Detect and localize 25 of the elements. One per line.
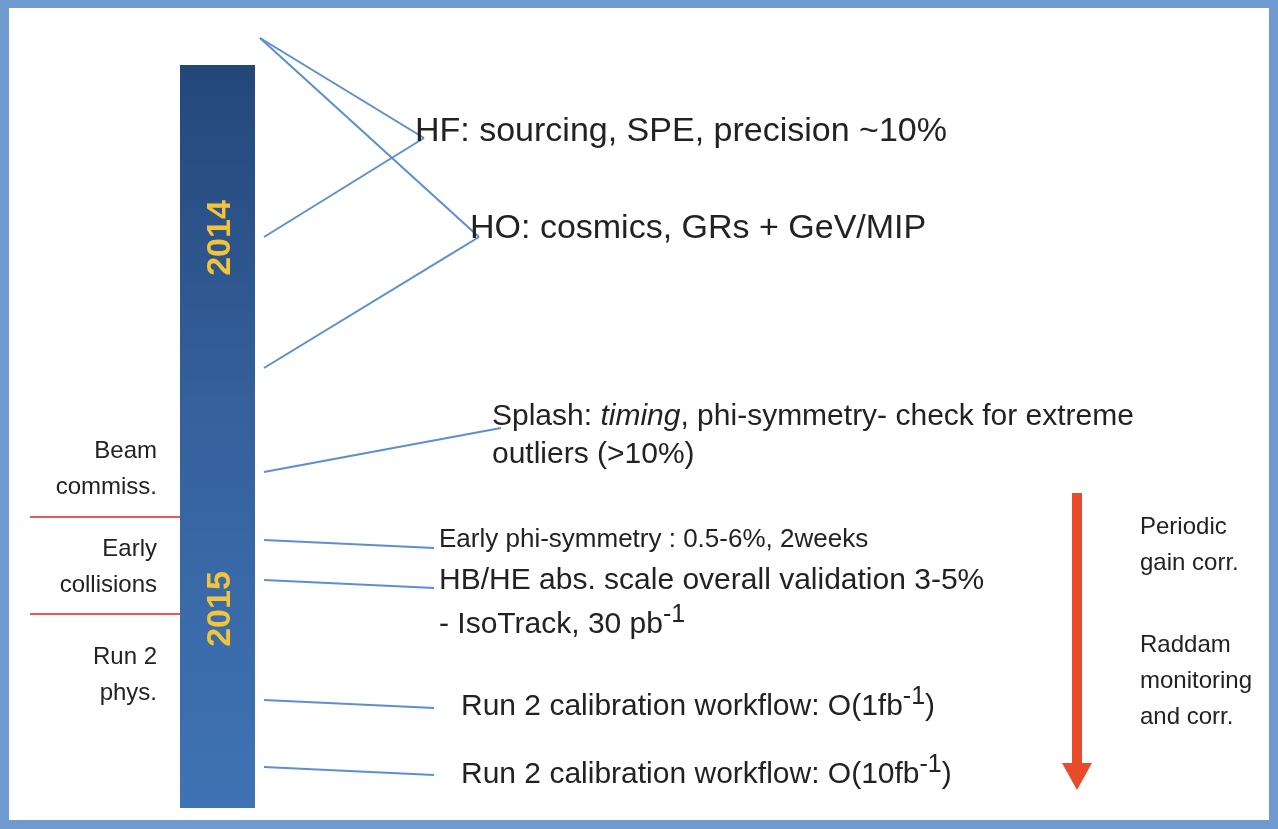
leader-line bbox=[263, 137, 425, 238]
annotation-text: Run 2 calibration workflow: O(1fb$^{-1}$) bbox=[425, 680, 936, 724]
leader-line bbox=[263, 427, 502, 473]
phase-label: Beam commiss. bbox=[54, 435, 157, 501]
annotation-text: Splash: timing, phi-symmetry- check for extreme outliers (>10%) bbox=[492, 396, 1152, 471]
phase-label: Run 2 phys. bbox=[91, 641, 157, 707]
leader-line bbox=[263, 766, 435, 776]
year-label: 2014 bbox=[198, 199, 237, 276]
timeline-bar-segment bbox=[180, 65, 255, 410]
phase-label: Early collisions bbox=[58, 533, 157, 599]
leader-line bbox=[263, 539, 435, 549]
annotation-text: HF: sourcing, SPE, precision ~10% bbox=[415, 108, 947, 151]
phase-label: Raddam monitoring and corr. bbox=[1140, 629, 1254, 731]
leader-line bbox=[259, 37, 480, 238]
leader-line bbox=[259, 37, 425, 139]
timeline-bar-segment bbox=[180, 410, 255, 808]
annotation-text: HB/HE abs. scale overall validation 3-5% - IsoTrack, 30 pb$^{-1}$ bbox=[425, 560, 999, 641]
phase-label: Periodic gain corr. bbox=[1140, 511, 1240, 577]
leader-line bbox=[263, 579, 435, 589]
annotation-text: HO: cosmics, GRs + GeV/MIP bbox=[470, 205, 927, 248]
annotation-text: Early phi-symmetry : 0.5-6%, 2weeks bbox=[425, 522, 869, 555]
year-label: 2015 bbox=[198, 571, 237, 647]
leader-line bbox=[263, 236, 480, 369]
annotation-text: Run 2 calibration workflow: O(10fb$^{-1}$) bbox=[425, 748, 952, 792]
leader-line bbox=[263, 699, 435, 709]
